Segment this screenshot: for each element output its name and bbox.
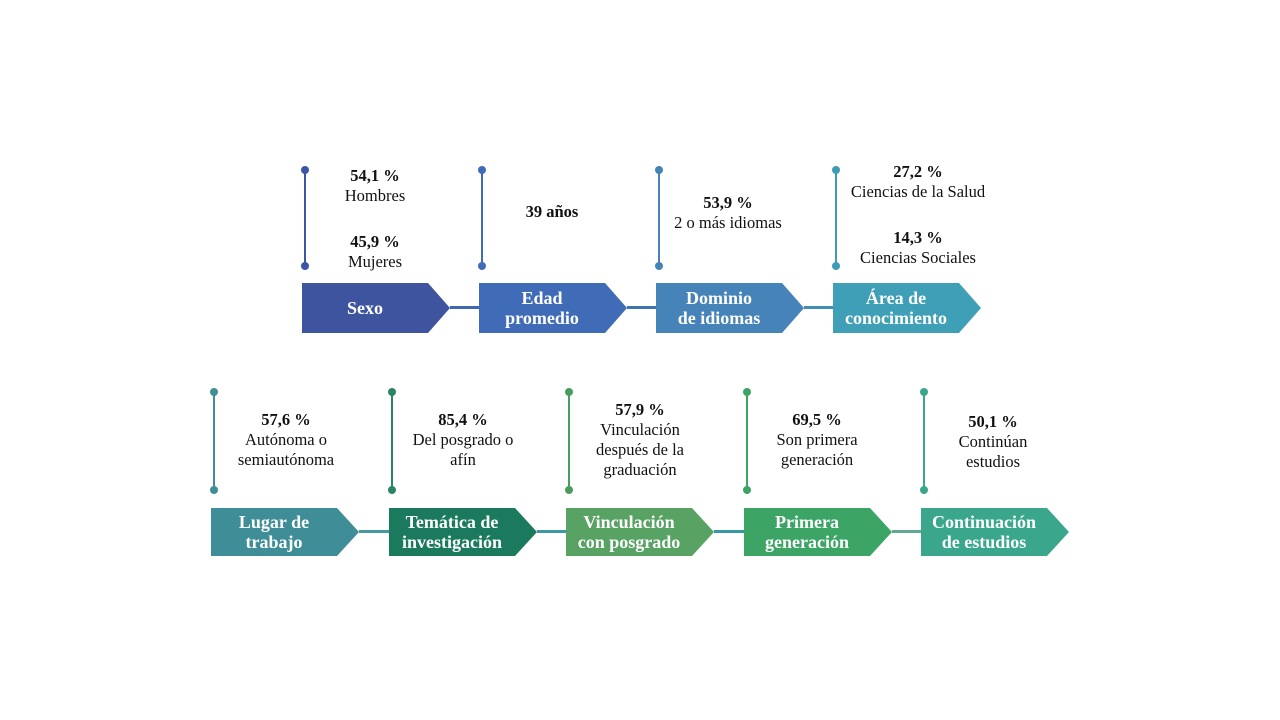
- stat-marker-continuacion-de-estudios: [920, 388, 928, 494]
- step-label: Lugar de: [238, 512, 310, 532]
- step-label: de estudios: [941, 532, 1027, 552]
- stat-label: 2 o más idiomas: [674, 213, 782, 232]
- connector-line: [450, 306, 479, 309]
- stat-block-edad-promedio: 39 años: [462, 202, 642, 222]
- stat-label: Ciencias Sociales: [860, 248, 976, 267]
- step-label: Edad: [521, 288, 563, 308]
- stat-value: 57,9 %: [615, 400, 665, 419]
- step-arrow-edad-promedio: Edad promedio: [479, 283, 627, 333]
- step-arrow-primera-generacion: Primera generación: [744, 508, 892, 556]
- stat-block-area-de-conocimiento: 27,2 % Ciencias de la Salud 14,3 % Cienc…: [828, 162, 1008, 268]
- stat-value: 53,9 %: [703, 193, 753, 212]
- step-label: Sexo: [347, 298, 383, 318]
- stat-value: 45,9 %: [350, 232, 400, 251]
- stat-value: 14,3 %: [893, 228, 943, 247]
- stat-value: 85,4 %: [438, 410, 488, 429]
- step-label: generación: [765, 532, 849, 552]
- step-arrow-continuacion-de-estudios: Continuación de estudios: [921, 508, 1069, 556]
- step-label: Área de: [865, 288, 927, 308]
- step-label: Primera: [775, 512, 839, 532]
- stat-marker-tematica-de-investigacion: [388, 388, 396, 494]
- stat-marker-sexo: [301, 166, 309, 270]
- stat-marker-dominio-de-idiomas: [655, 166, 663, 270]
- step-label: Temática de: [405, 512, 499, 532]
- connector-line: [714, 530, 744, 533]
- stat-label: generación: [780, 450, 854, 469]
- step-label: investigación: [401, 532, 502, 552]
- step-label: promedio: [505, 308, 579, 328]
- stat-value: 39 años: [525, 202, 579, 221]
- step-label: conocimiento: [845, 308, 947, 328]
- stat-label: estudios: [965, 452, 1021, 471]
- connector-line: [537, 530, 566, 533]
- stat-marker-edad-promedio: [478, 166, 486, 270]
- stat-value: 57,6 %: [261, 410, 311, 429]
- stat-label: Hombres: [344, 186, 406, 205]
- stat-block-dominio-de-idiomas: 53,9 % 2 o más idiomas: [638, 193, 818, 233]
- stat-value: 50,1 %: [968, 412, 1018, 431]
- stat-label: Ciencias de la Salud: [850, 182, 986, 201]
- stat-label: semiautónoma: [237, 450, 335, 469]
- step-arrow-vinculacion-con-posgrado: Vinculación con posgrado: [566, 508, 714, 556]
- stat-block-continuacion-de-estudios: 50,1 % Continúan estudios: [903, 412, 1083, 472]
- connector-line: [892, 530, 921, 533]
- step-arrow-tematica-de-investigacion: Temática de investigación: [389, 508, 537, 556]
- step-arrow-lugar-de-trabajo: Lugar de trabajo: [211, 508, 359, 556]
- stat-marker-area-de-conocimiento: [832, 166, 840, 270]
- stat-label: Son primera: [776, 430, 858, 449]
- stat-value: 27,2 %: [893, 162, 943, 181]
- stat-block-tematica-de-investigacion: 85,4 % Del posgrado o afín: [373, 410, 553, 470]
- stat-block-sexo: 54,1 % Hombres 45,9 % Mujeres: [285, 166, 465, 272]
- stat-label: Continúan: [958, 432, 1028, 451]
- stat-label: afín: [450, 450, 476, 469]
- step-label: Dominio: [685, 288, 752, 308]
- stat-label: Autónoma o: [244, 430, 328, 449]
- step-arrow-sexo: Sexo: [302, 283, 450, 333]
- stat-label: después de la: [596, 440, 684, 459]
- step-label: Vinculación: [583, 512, 675, 532]
- stat-block-primera-generacion: 69,5 % Son primera generación: [727, 410, 907, 470]
- step-arrow-dominio-de-idiomas: Dominio de idiomas: [656, 283, 804, 333]
- stat-label: graduación: [603, 460, 677, 479]
- connector-line: [359, 530, 389, 533]
- stat-value: 54,1 %: [350, 166, 400, 185]
- stat-block-vinculacion-con-posgrado: 57,9 % Vinculación después de la graduac…: [550, 400, 730, 480]
- stat-label: Vinculación: [600, 420, 680, 439]
- step-label: de idiomas: [677, 308, 761, 328]
- step-label: Continuación: [931, 512, 1037, 532]
- connector-line: [804, 306, 833, 309]
- stat-block-lugar-de-trabajo: 57,6 % Autónoma o semiautónoma: [196, 410, 376, 470]
- stat-label: Del posgrado o: [412, 430, 514, 449]
- step-label: con posgrado: [577, 532, 681, 552]
- step-label: trabajo: [245, 532, 303, 552]
- stat-marker-vinculacion-con-posgrado: [565, 388, 573, 494]
- stat-marker-lugar-de-trabajo: [210, 388, 218, 494]
- connector-line: [627, 306, 656, 309]
- step-arrow-area-de-conocimiento: Área de conocimiento: [833, 283, 981, 333]
- stat-value: 69,5 %: [792, 410, 842, 429]
- stat-marker-primera-generacion: [743, 388, 751, 494]
- stat-label: Mujeres: [347, 252, 403, 271]
